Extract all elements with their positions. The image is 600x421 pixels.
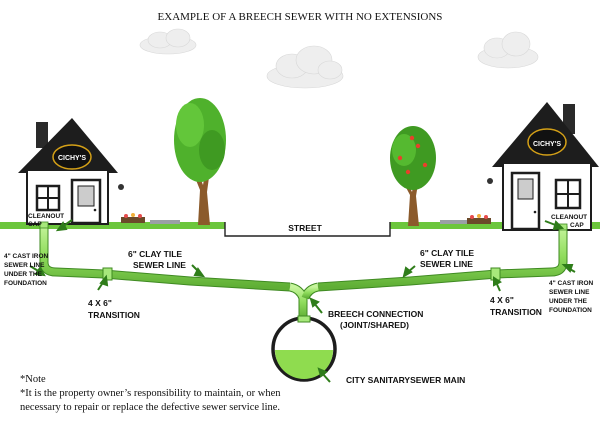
svg-text:UNDER THE: UNDER THE bbox=[4, 271, 43, 278]
svg-text:FOUNDATION: FOUNDATION bbox=[549, 307, 592, 314]
flower-bed-right bbox=[467, 214, 491, 224]
logo-text: CICHY'S bbox=[533, 141, 561, 148]
svg-text:4 X 6": 4 X 6" bbox=[490, 295, 514, 305]
svg-text:4" CAST IRON: 4" CAST IRON bbox=[4, 253, 49, 260]
svg-text:SEWER LINE: SEWER LINE bbox=[549, 289, 590, 296]
svg-text:SEWER LINE: SEWER LINE bbox=[4, 262, 45, 269]
right-house: CICHY'S bbox=[487, 102, 599, 231]
apple-tree-icon bbox=[390, 126, 436, 226]
svg-text:BREECH CONNECTION: BREECH CONNECTION bbox=[328, 309, 423, 319]
transition-fitting-left bbox=[102, 267, 113, 281]
cast-iron-label-left: 4" CAST IRON SEWER LINE UNDER THE FOUNDA… bbox=[4, 253, 49, 287]
svg-text:TRANSITION: TRANSITION bbox=[88, 310, 140, 320]
note-line-1: *It is the property owner’s responsibili… bbox=[20, 388, 281, 399]
sidewalk-left bbox=[150, 220, 180, 224]
arrow-markers bbox=[29, 219, 576, 383]
clay-tile-label-left: 6" CLAY TILE SEWER LINE bbox=[128, 249, 186, 270]
svg-text:FOUNDATION: FOUNDATION bbox=[4, 280, 47, 287]
diagram-title: EXAMPLE OF A BREECH SEWER WITH NO EXTENS… bbox=[158, 11, 443, 23]
left-house: CICHY'S bbox=[18, 118, 124, 225]
cichys-logo: CICHY'S bbox=[527, 128, 567, 156]
tree-icon bbox=[174, 98, 226, 225]
svg-text:4" CAST IRON: 4" CAST IRON bbox=[549, 280, 594, 287]
transition-label-left: 4 X 6" TRANSITION bbox=[88, 298, 140, 320]
city-sewer-main bbox=[271, 315, 337, 382]
grass-strip-left bbox=[0, 222, 225, 229]
cloud-icon bbox=[139, 28, 197, 55]
cichys-logo: CICHY'S bbox=[52, 144, 92, 170]
svg-text:CLEANOUT: CLEANOUT bbox=[551, 214, 587, 221]
chimney bbox=[36, 122, 48, 148]
svg-text:UNDER THE: UNDER THE bbox=[549, 298, 588, 305]
svg-text:6" CLAY TILE: 6" CLAY TILE bbox=[420, 248, 474, 258]
svg-text:(JOINT/SHARED): (JOINT/SHARED) bbox=[340, 320, 409, 330]
grass-strip-right bbox=[390, 222, 600, 229]
sidewalk-right bbox=[440, 220, 470, 224]
lamp-icon bbox=[118, 184, 124, 190]
svg-text:TRANSITION: TRANSITION bbox=[490, 307, 542, 317]
notes: *Note *It is the property owner’s respon… bbox=[20, 374, 281, 413]
flower-bed-left bbox=[121, 213, 145, 223]
svg-text:CLEANOUT: CLEANOUT bbox=[28, 213, 64, 220]
street: STREET bbox=[224, 222, 391, 237]
logo-text: CICHY'S bbox=[58, 155, 86, 162]
note-heading: *Note bbox=[20, 374, 46, 385]
svg-text:CAP: CAP bbox=[28, 221, 42, 228]
note-line-2: necessary to repair or replace the defec… bbox=[20, 402, 280, 413]
cleanout-cap-left bbox=[39, 221, 49, 229]
svg-text:6" CLAY TILE: 6" CLAY TILE bbox=[128, 249, 182, 259]
clay-tile-label-right: 6" CLAY TILE SEWER LINE bbox=[420, 248, 474, 269]
breech-label: BREECH CONNECTION (JOINT/SHARED) bbox=[328, 309, 423, 330]
svg-text:SEWER LINE: SEWER LINE bbox=[133, 260, 186, 270]
svg-text:CAP: CAP bbox=[570, 222, 584, 229]
cloud-icon bbox=[266, 45, 344, 89]
cleanout-label-left: CLEANOUT CAP bbox=[28, 213, 64, 228]
breech-connection bbox=[288, 282, 320, 318]
sewer-pipe-right bbox=[317, 223, 568, 292]
sewer-pipe-left bbox=[39, 221, 291, 292]
svg-text:SEWER LINE: SEWER LINE bbox=[420, 259, 473, 269]
city-main-label: CITY SANITARYSEWER MAIN bbox=[346, 375, 465, 385]
cleanout-label-right: CLEANOUT CAP bbox=[551, 214, 587, 229]
transition-label-right: 4 X 6" TRANSITION bbox=[490, 295, 542, 317]
lamp-icon bbox=[487, 178, 493, 184]
cloud-icon bbox=[477, 31, 539, 69]
svg-text:4 X 6": 4 X 6" bbox=[88, 298, 112, 308]
street-label: STREET bbox=[288, 223, 322, 233]
cast-iron-label-right: 4" CAST IRON SEWER LINE UNDER THE FOUNDA… bbox=[549, 280, 594, 314]
